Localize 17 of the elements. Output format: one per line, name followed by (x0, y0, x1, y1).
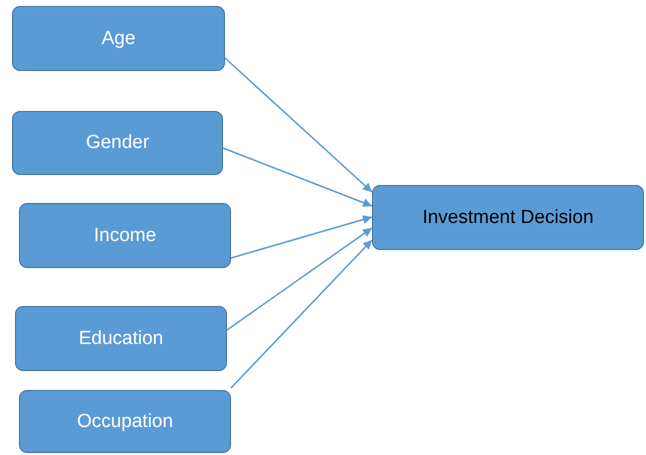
process-box (19, 390, 231, 453)
process-box (12, 111, 223, 175)
arrow (222, 147, 372, 207)
process-box (372, 185, 644, 250)
node-label: Age (102, 28, 136, 50)
node-label: Income (94, 224, 156, 246)
node-label: Gender (86, 132, 150, 154)
node-label: Investment Decision (422, 206, 594, 228)
node-label: Occupation (76, 410, 174, 432)
process-box (15, 306, 227, 371)
process-box (12, 6, 225, 71)
arrow (224, 57, 372, 193)
arrow (230, 239, 373, 389)
node-label: Education (78, 328, 164, 350)
arrow (230, 215, 372, 259)
arrow (226, 227, 372, 331)
process-box (19, 203, 231, 268)
